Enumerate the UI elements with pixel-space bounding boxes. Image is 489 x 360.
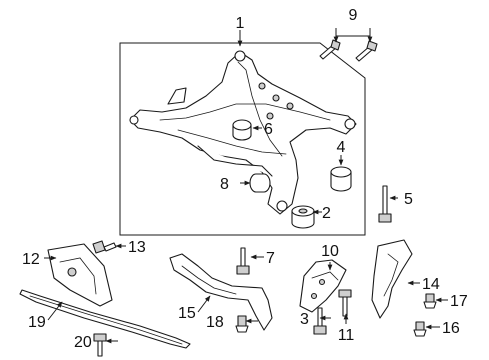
callout-3: 3 [300,311,309,328]
mount-2[interactable] [291,205,315,229]
callout-11: 11 [338,327,355,344]
callout-4: 4 [337,139,346,156]
callout-5: 5 [404,191,413,208]
leader-lines [44,28,448,344]
bracket-10[interactable] [299,259,347,313]
bolt-7[interactable] [236,247,250,275]
bolt-5[interactable] [378,185,392,223]
callout-12: 12 [22,251,40,268]
callout-6: 6 [264,121,273,138]
callout-10: 10 [321,243,339,260]
callout-9: 9 [349,7,358,24]
callout-7: 7 [266,250,275,267]
bolt-11[interactable] [338,289,352,317]
callout-13: 13 [128,239,146,256]
bracket-15[interactable] [169,253,273,331]
callout-19: 19 [28,314,46,331]
callout-2: 2 [322,205,331,222]
callout-15: 15 [178,305,196,322]
shield-14[interactable] [371,239,413,319]
callout-20: 20 [74,334,92,351]
bushing-8[interactable] [249,173,271,193]
callout-1: 1 [236,15,245,32]
callout-14: 14 [422,276,440,293]
clip-17[interactable] [423,293,437,309]
callout-18: 18 [206,314,224,331]
mount-4[interactable] [330,166,352,192]
bolt-9b[interactable] [355,40,378,62]
bushing-6[interactable] [232,119,252,141]
callout-17: 17 [450,293,468,310]
bolt-20[interactable] [93,333,107,357]
clip-18[interactable] [235,315,249,333]
plate-12[interactable] [47,243,113,307]
bolt-13[interactable] [92,240,117,254]
bolt-3[interactable] [313,307,327,335]
assembly-frame [119,42,366,236]
callout-16: 16 [442,320,460,337]
callout-8: 8 [220,176,229,193]
clip-16[interactable] [413,321,427,337]
